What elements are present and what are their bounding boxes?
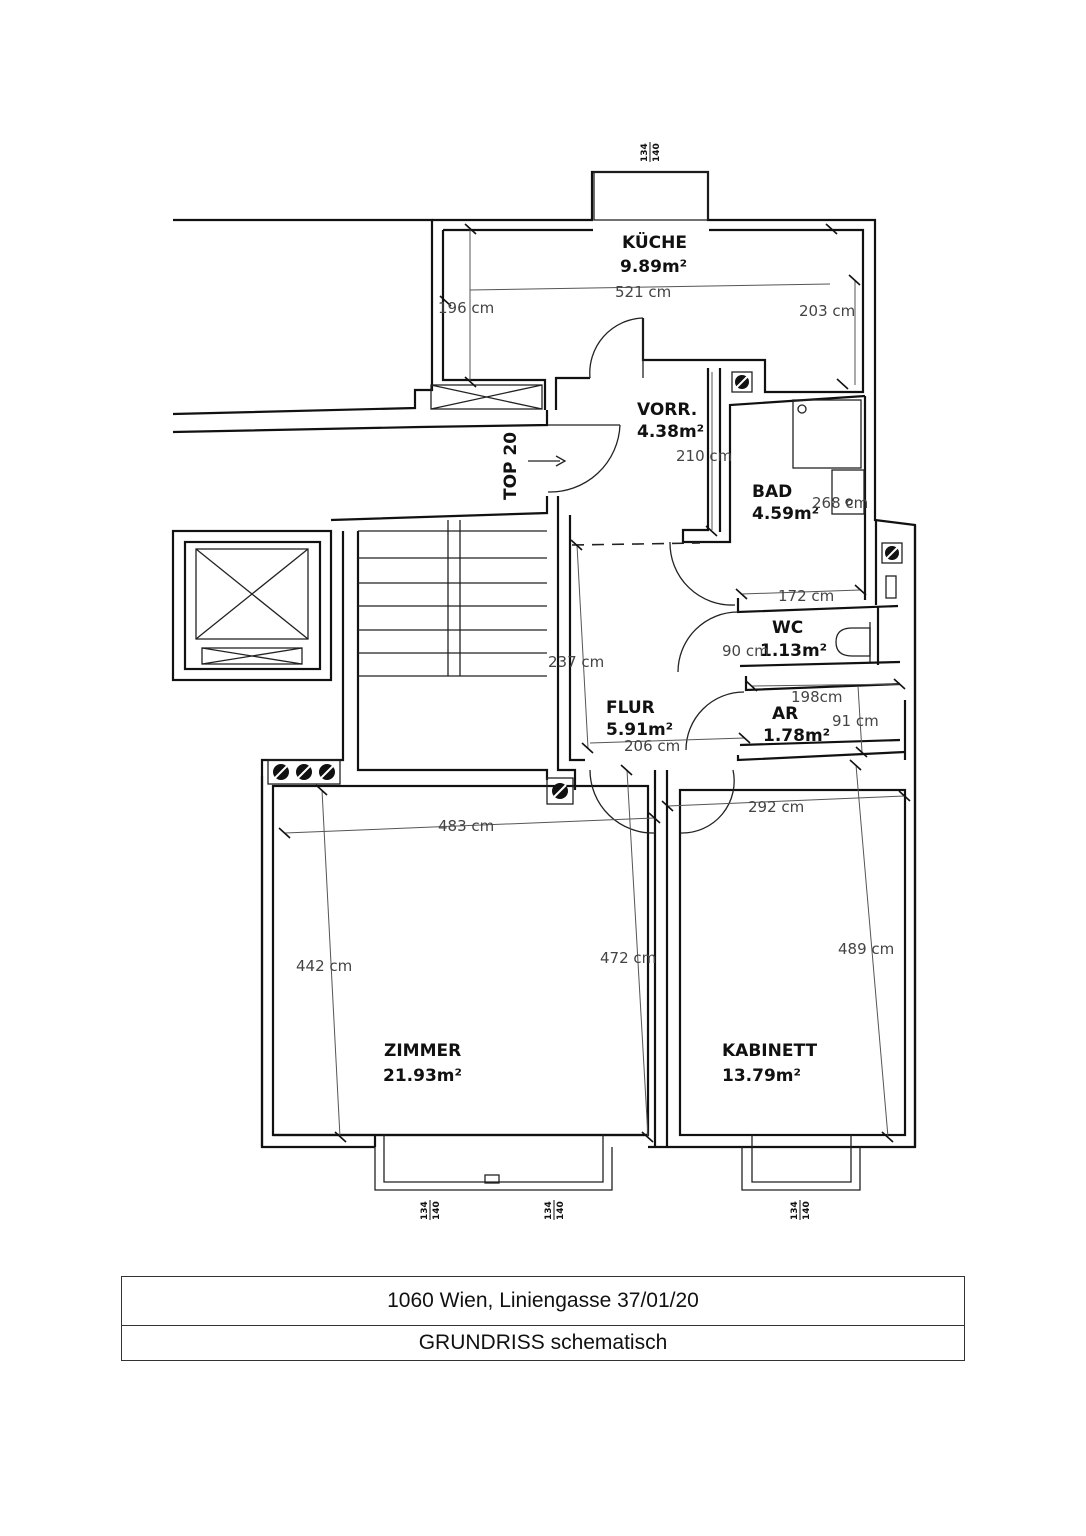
dimension-ticks: [278, 223, 911, 1143]
dim-472: 472 cm: [600, 949, 656, 967]
dim-91: 91 cm: [832, 712, 879, 730]
dim-442: 442 cm: [296, 957, 352, 975]
window-marks: 134 140 134 140 134 140 134 140: [420, 142, 812, 1220]
dim-196: 196 cm: [438, 299, 494, 317]
dim-210: 210 cm: [676, 447, 732, 465]
window-mark-top-c: 134: [544, 1201, 554, 1220]
room-area-bad: 4.59m²: [752, 504, 819, 524]
window-mark-top-b: 134: [420, 1201, 430, 1220]
room-name-zimmer: ZIMMER: [384, 1041, 461, 1061]
window-mark-top-d: 134: [790, 1201, 800, 1220]
room-name-ar: AR: [772, 704, 798, 724]
dimension-labels: 521 cm 196 cm 203 cm 210 cm 268 cm 172 c…: [296, 283, 894, 975]
dim-172: 172 cm: [778, 587, 834, 605]
dim-206: 206 cm: [624, 737, 680, 755]
room-area-kueche: 9.89m²: [620, 257, 687, 277]
dim-483: 483 cm: [438, 817, 494, 835]
dim-268: 268 cm: [812, 494, 868, 512]
dim-292: 292 cm: [748, 798, 804, 816]
window-mark-bottom-c: 140: [556, 1201, 566, 1220]
subtitle-cell: GRUNDRISS schematisch: [121, 1325, 965, 1361]
room-name-vorr: VORR.: [637, 400, 697, 420]
riser-symbols: [267, 371, 903, 805]
room-area-zimmer: 21.93m²: [383, 1066, 462, 1086]
room-name-kueche: KÜCHE: [622, 231, 687, 253]
door-swings: [528, 317, 745, 834]
dim-489: 489 cm: [838, 940, 894, 958]
room-area-wc: 1.13m²: [760, 641, 827, 661]
caption-table: 1060 Wien, Liniengasse 37/01/20 GRUNDRIS…: [121, 1276, 965, 1361]
room-labels: KÜCHE 9.89m² VORR. 4.38m² BAD 4.59m² WC …: [383, 231, 830, 1086]
room-area-vorr: 4.38m²: [637, 422, 704, 442]
room-name-kabinett: KABINETT: [722, 1041, 817, 1061]
window-mark-bottom-b: 140: [432, 1201, 442, 1220]
dim-198: 198cm: [791, 688, 843, 706]
room-name-wc: WC: [772, 618, 803, 638]
room-name-flur: FLUR: [606, 698, 655, 718]
dim-90: 90 cm: [722, 642, 769, 660]
dimension-lines: [284, 228, 906, 1138]
dim-203: 203 cm: [799, 302, 855, 320]
floor-plan: KÜCHE 9.89m² VORR. 4.38m² BAD 4.59m² WC …: [171, 142, 917, 1220]
window-mark-bottom-d: 140: [802, 1201, 812, 1220]
room-area-kabinett: 13.79m²: [722, 1066, 801, 1086]
room-name-bad: BAD: [752, 482, 792, 502]
address-cell: 1060 Wien, Liniengasse 37/01/20: [121, 1276, 965, 1326]
dim-521: 521 cm: [615, 283, 671, 301]
dim-237: 237 cm: [548, 653, 604, 671]
window-mark-top-a: 134: [640, 143, 650, 162]
room-area-ar: 1.78m²: [763, 726, 830, 746]
room-area-flur: 5.91m²: [606, 720, 673, 740]
entrance-label: TOP 20: [501, 432, 521, 500]
wall-outline: [171, 170, 917, 1191]
window-mark-bottom-a: 140: [652, 143, 662, 162]
